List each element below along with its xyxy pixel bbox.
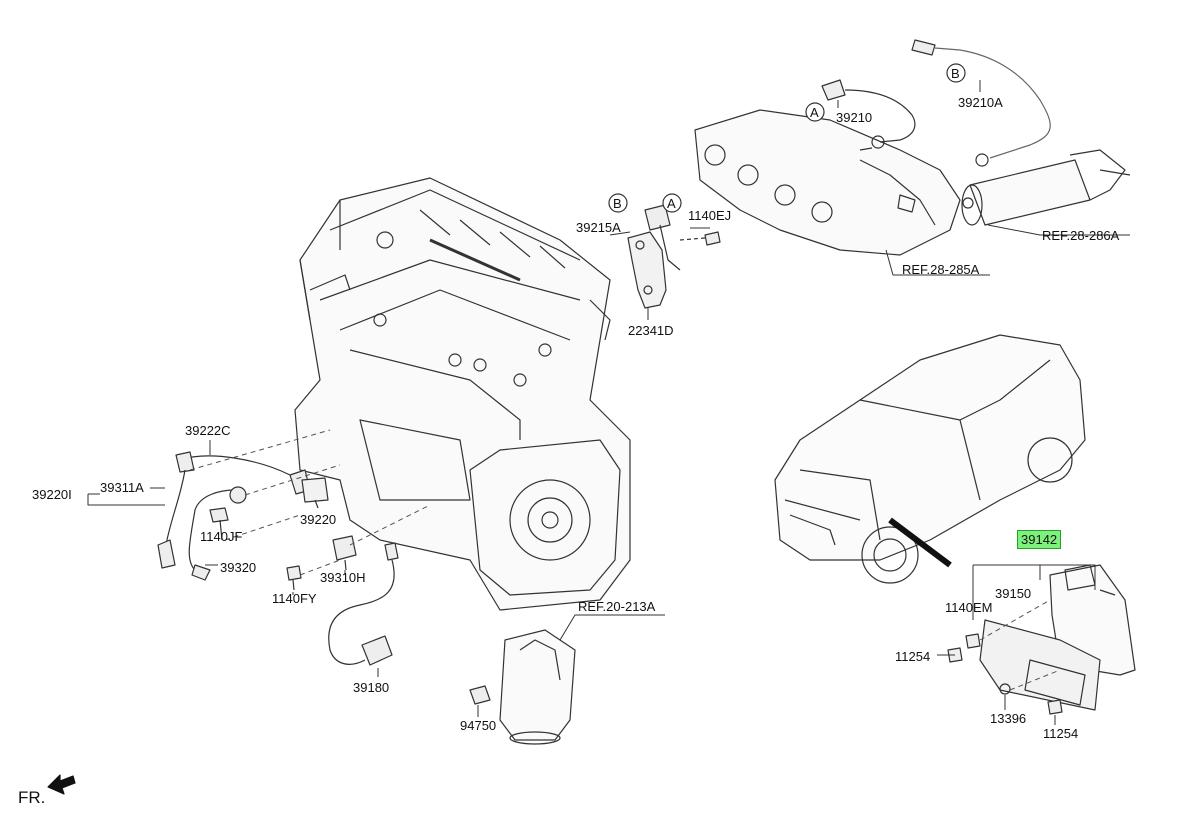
callout-39220[interactable]: 39220 (300, 512, 337, 527)
callout-11254-right[interactable]: 11254 (1043, 726, 1079, 741)
callout-13396[interactable]: 13396 (990, 711, 1027, 726)
callout-1140jf[interactable]: 1140JF (200, 529, 243, 544)
oxygen-sensor-front (821, 79, 916, 151)
reference-28-285a[interactable]: REF.28-285A (902, 262, 980, 277)
bracket (627, 204, 681, 309)
bolt-1140fy (286, 565, 302, 591)
callout-39310h[interactable]: 39310H (320, 570, 366, 585)
connector-circles (608, 63, 966, 213)
leader-lines (87, 80, 1130, 725)
bolt-1140ej (679, 231, 721, 246)
crankshaft-sensor (328, 542, 399, 666)
callout-39220i[interactable]: 39220I (32, 487, 72, 502)
callout-39210[interactable]: 39210 (836, 110, 873, 125)
callout-39320[interactable]: 39320 (220, 560, 257, 575)
sensor-39310h (332, 535, 357, 571)
callout-39215a[interactable]: 39215A (576, 220, 621, 235)
callout-11254-left[interactable]: 11254 (895, 649, 931, 664)
callout-1140ej[interactable]: 1140EJ (688, 208, 732, 223)
front-indicator-label: FR. (18, 788, 46, 807)
callout-22341d[interactable]: 22341D (628, 323, 674, 338)
callout-39311a[interactable]: 39311A (100, 480, 144, 495)
callout-1140em[interactable]: 1140EM (945, 600, 993, 615)
knock-sensor-harness (157, 451, 311, 581)
ecu-bracket (979, 619, 1101, 711)
connector-b-bracket: B (613, 196, 622, 211)
callout-39150[interactable]: 39150 (995, 586, 1032, 601)
front-arrow-icon (47, 774, 76, 795)
oil-filter-housing (469, 629, 576, 745)
engine-assembly (294, 177, 631, 611)
connector-a-bracket: A (667, 196, 676, 211)
callout-39180[interactable]: 39180 (353, 680, 390, 695)
connector-a-oxygen-sensor: A (810, 105, 819, 120)
callout-1140fy[interactable]: 1140FY (272, 591, 317, 606)
bolt-1140jf (209, 507, 229, 541)
vehicle-outline (774, 334, 1086, 584)
callout-94750[interactable]: 94750 (460, 718, 497, 733)
sensor-39220 (301, 477, 329, 509)
dashed-guides (189, 429, 1061, 691)
callout-39222c[interactable]: 39222C (185, 423, 231, 438)
oxygen-sensor-rear (911, 39, 1051, 167)
callout-39210a[interactable]: 39210A (958, 95, 1003, 110)
callout-39142[interactable]: 39142 (1017, 530, 1062, 549)
reference-28-286a[interactable]: REF.28-286A (1042, 228, 1120, 243)
ecu-bolts (947, 633, 1063, 715)
connector-b-oxygen-sensor: B (951, 66, 960, 81)
exhaust-manifold (694, 109, 1131, 256)
reference-20-213a[interactable]: REF.20-213A (578, 599, 656, 614)
